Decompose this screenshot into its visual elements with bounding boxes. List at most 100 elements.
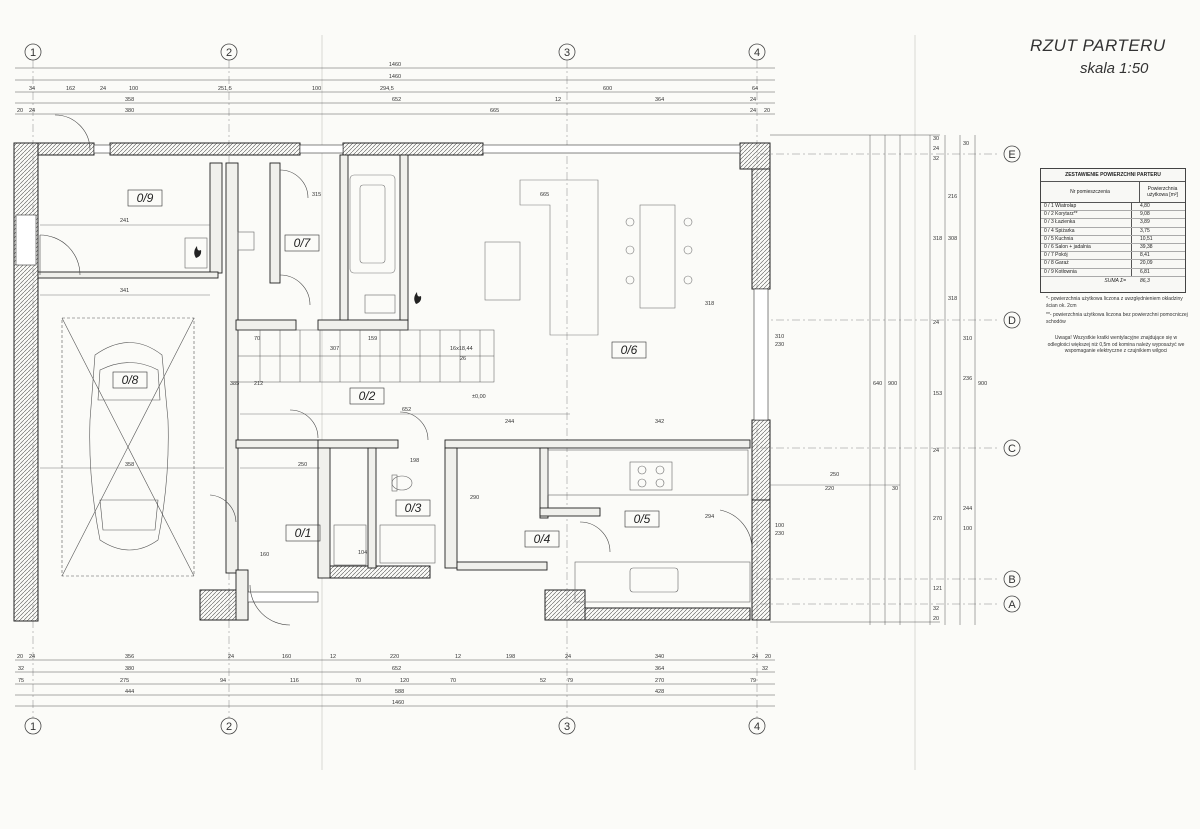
table-cell: 0 / 7 Pokój	[1041, 252, 1132, 260]
dim-text: 385	[230, 381, 239, 387]
room-labels: 0/9 0/7 0/8 0/2 0/6 0/1 0/3 0/4 0/5	[112, 189, 660, 548]
dim-text: 290	[470, 495, 479, 501]
right-dimension-lines	[770, 134, 976, 625]
axis-label-C: C	[1008, 443, 1016, 455]
dim-text: 20	[764, 108, 770, 114]
dim-text: 116	[290, 678, 299, 684]
dim-text: 12	[330, 654, 336, 660]
dim-text: 70	[254, 336, 260, 342]
dim-text: 100	[129, 86, 138, 92]
axis-label-top-4: 4	[754, 47, 760, 59]
table-cell: 9,08	[1140, 211, 1150, 218]
top-dim-row4: 358 652 12 364 24	[125, 97, 756, 103]
dim-text: 342	[655, 419, 664, 425]
bottom-dim-row2: 32 380 652 364 32	[18, 666, 768, 672]
dim-text: 12	[455, 654, 461, 660]
dim-text: 251,5	[218, 86, 232, 92]
dim-text: 341	[120, 288, 129, 294]
table-cell: 0 / 6 Salon + jadalnia	[1041, 243, 1132, 252]
dim-text: 160	[282, 654, 291, 660]
axis-label-D: D	[1008, 315, 1016, 327]
dim-text: 220	[390, 654, 399, 660]
plan-title: RZUT PARTERU	[1030, 36, 1166, 55]
dim-text: 24	[750, 97, 756, 103]
dim-text: 236	[963, 376, 972, 382]
dim-text: 120	[400, 678, 409, 684]
floor-level: ±0,00	[472, 394, 486, 400]
dim-text: 24	[100, 86, 106, 92]
dim-text: 588	[395, 689, 404, 695]
garage-car	[61, 317, 195, 577]
dim-text: 244	[505, 419, 514, 425]
inner-walls	[37, 154, 751, 621]
dim-text: 64	[752, 86, 758, 92]
grid-lines	[32, 60, 1000, 718]
table-cell: 3,89	[1140, 219, 1150, 226]
dim-text: 121	[933, 586, 942, 592]
kitchen-fixtures	[547, 449, 751, 603]
dim-text: 198	[410, 458, 419, 464]
dim-text: 640	[873, 381, 882, 387]
staircase	[237, 329, 495, 383]
dim-text: 270	[933, 516, 942, 522]
table-cell: 0 / 3 Łazienka	[1041, 219, 1132, 227]
stairs-count: 26	[460, 356, 466, 362]
dim-text: 318	[933, 236, 942, 242]
dim-text: 160	[260, 552, 269, 558]
dim-text: 340	[655, 654, 664, 660]
dim-text: 444	[125, 689, 134, 695]
dim-text: 364	[655, 97, 664, 103]
right-dim-col3: 640 900	[873, 381, 897, 387]
dim-text: 310	[963, 336, 972, 342]
dim-text: 104	[358, 550, 367, 556]
dim-text: 70	[450, 678, 456, 684]
dim-text: 212	[254, 381, 263, 387]
dim-text: 75	[18, 678, 24, 684]
dim-text: 20	[17, 654, 23, 660]
dim-text: 79	[567, 678, 573, 684]
fireplace-icon	[194, 246, 422, 304]
dim-text: 364	[655, 666, 664, 672]
axis-label-A: A	[1008, 599, 1016, 611]
axis-label-bottom-4: 4	[754, 721, 760, 733]
dim-text: 34	[29, 86, 35, 92]
area-table-col-room: Nr pomieszczenia	[1041, 182, 1140, 202]
doors	[39, 114, 753, 626]
inner-dimensions: 241 341 358 250 652 307 159 315 665 244 …	[40, 192, 900, 558]
axis-markers: 1 2 3 4 1 2 3 4 E D C B A	[24, 43, 1021, 735]
dim-text: 270	[655, 678, 664, 684]
dim-text: 30	[933, 136, 939, 142]
dim-text: 198	[506, 654, 515, 660]
dim-text: 230	[775, 531, 784, 537]
table-cell: 0 / 8 Garaż	[1041, 260, 1132, 268]
boiler-room-fixtures	[184, 231, 396, 314]
dim-text: 30	[963, 141, 969, 147]
axis-label-top-2: 2	[226, 47, 232, 59]
bottom-dim-row1: 20 24 356 24 160 12 220 12 198 24 340 24…	[17, 654, 771, 660]
dim-text: 310	[775, 334, 784, 340]
ventilation-note: Uwaga! Wszystkie kratki wentylacyjne zna…	[1047, 335, 1185, 354]
top-dim-row5: 20 24 380 665 24 20	[17, 108, 770, 114]
dim-text: 900	[978, 381, 987, 387]
dim-text: 20	[17, 108, 23, 114]
dim-text: 358	[125, 462, 134, 468]
sum-label: SUMA Σ=	[1104, 277, 1126, 284]
dim-text: 294	[705, 514, 714, 520]
windows	[15, 144, 769, 603]
room-label-bathroom: 0/3	[405, 501, 422, 515]
dim-text: 241	[120, 218, 129, 224]
footnote-area-stairs: **- powierzchnia użytkowa liczona bez po…	[1046, 312, 1188, 325]
sum-value: 86,3	[1140, 277, 1150, 284]
dim-text: 318	[948, 296, 957, 302]
table-cell: 0 / 2 Korytarz**	[1041, 211, 1132, 219]
dim-text: 230	[775, 342, 784, 348]
dim-text: 380	[125, 666, 134, 672]
footnote-area-finish: *- powierzchnia użytkowa liczona z uwzgl…	[1046, 296, 1183, 309]
dim-text: 32	[933, 156, 939, 162]
dim-text: 12	[555, 97, 561, 103]
plan-scale: skala 1:50	[1080, 60, 1149, 77]
dim-text: 900	[888, 381, 897, 387]
